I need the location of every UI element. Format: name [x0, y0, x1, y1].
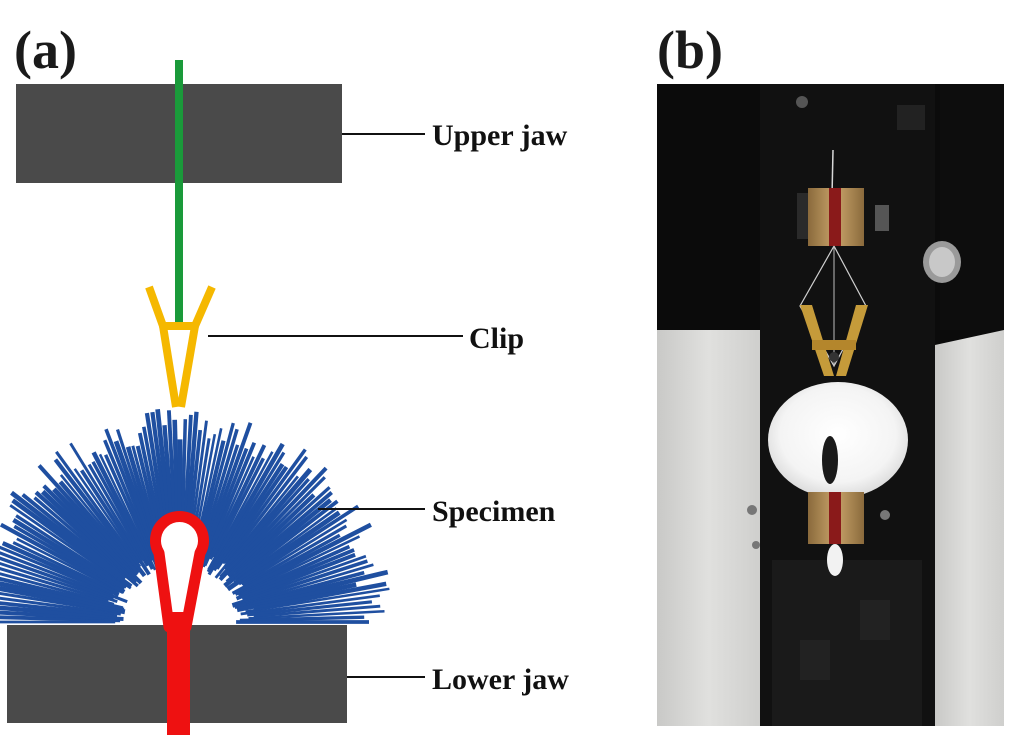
specimen-fiber: [0, 561, 118, 603]
specimen-fiber: [12, 517, 126, 591]
specimen-fiber: [198, 447, 249, 570]
specimen-fiber: [55, 450, 142, 568]
specimen-fiber: [253, 604, 381, 618]
specimen-fiber: [226, 493, 316, 578]
specimen-fiber: [73, 468, 141, 564]
specimen-fiber: [0, 567, 109, 603]
specimen-fiber: [10, 490, 123, 579]
specimen-fiber: [241, 552, 356, 601]
panel-a-label: (a): [14, 20, 77, 80]
specimen-fiber: [240, 594, 380, 616]
specimen-fiber: [228, 476, 326, 574]
specimen-fiber: [0, 572, 115, 606]
specimen-fiber: [69, 442, 144, 562]
specimen-fiber: [104, 454, 155, 562]
specimen-fiber: [52, 487, 138, 578]
specimen-fiber: [234, 486, 331, 574]
specimen-fiber: [12, 541, 120, 595]
specimen-fiber: [13, 524, 117, 587]
specimen-fiber: [203, 456, 255, 567]
specimen-fiber: [0, 576, 124, 611]
specimen-fiber: [235, 548, 355, 601]
specimen-fiber: [211, 457, 265, 558]
clip: [145, 285, 216, 408]
specimen-fiber: [240, 518, 348, 586]
specimen-fiber: [0, 615, 121, 623]
specimen-fiber: [243, 554, 367, 601]
specimen-fiber: [21, 493, 127, 580]
specimen-fiber: [223, 498, 332, 588]
specimen-fiber: [248, 610, 385, 620]
red-core-loop: [150, 511, 209, 633]
specimen-fiber: [58, 480, 140, 575]
upper-jaw-label: Upper jaw: [432, 119, 568, 152]
specimen-fiber: [231, 559, 368, 607]
specimen-fiber: [232, 563, 374, 608]
specimen-fiber: [0, 551, 128, 604]
specimen-fiber: [15, 514, 128, 589]
green-wire: [175, 60, 183, 322]
specimen-fiber: [53, 458, 147, 578]
specimen-fiber: [59, 474, 136, 567]
specimen-fiber: [0, 581, 125, 613]
specimen-fiber: [218, 466, 328, 582]
specimen-fiber: [253, 581, 387, 611]
panel-b: (b): [657, 20, 1004, 726]
specimen-fiber: [245, 569, 389, 609]
specimen-fiber: [223, 455, 309, 565]
specimen-fiber: [98, 453, 157, 571]
specimen-fiber: [199, 422, 253, 563]
specimen-fiber: [240, 535, 361, 595]
specimen-fiber: [219, 477, 310, 579]
specimen-fiber: [80, 469, 151, 576]
specimen-fiber: [211, 463, 285, 572]
specimen-fiber: [234, 522, 372, 596]
red-core-stem: [167, 612, 190, 735]
specimen-fiber: [0, 596, 121, 616]
specimen-fiber: [1, 541, 120, 597]
lower-jaw-label: Lower jaw: [432, 663, 569, 696]
panel-a: (a) Upper jaw Clip Specimen Lower jaw: [0, 20, 569, 735]
specimen-fiber: [237, 544, 351, 598]
specimen-label: Specimen: [432, 495, 556, 528]
specimen-fiber: [226, 510, 341, 592]
specimen-fiber: [87, 463, 149, 567]
specimen-fiber: [239, 615, 365, 623]
specimen-fiber: [201, 441, 257, 568]
specimen-fiber: [37, 464, 139, 576]
specimen-fiber: [221, 448, 307, 565]
specimen-fiber: [16, 537, 124, 595]
specimen-fiber: [234, 499, 339, 582]
specimen-fiber: [223, 467, 313, 571]
specimen-fiber: [247, 600, 373, 617]
specimen-fiber: [237, 504, 360, 586]
specimen-fiber: [206, 442, 285, 574]
specimen-fiber: [208, 444, 267, 560]
specimen-fiber: [0, 601, 113, 617]
specimen-fiber: [242, 524, 348, 587]
clip-label: Clip: [469, 322, 524, 355]
specimen-fiber: [91, 451, 155, 570]
specimen-fiber: [103, 439, 160, 570]
specimen-fiber: [0, 522, 126, 594]
specimen-fiber: [0, 556, 115, 601]
specimen-fiber: [0, 545, 114, 596]
specimen-fiber: [215, 465, 289, 570]
panel-b-label: (b): [657, 20, 723, 80]
photograph: [657, 84, 1004, 726]
specimen-fiber: [245, 587, 390, 613]
specimen-fiber: [113, 440, 159, 558]
specimen-fiber: [41, 489, 132, 576]
specimen-fiber: [0, 605, 118, 620]
